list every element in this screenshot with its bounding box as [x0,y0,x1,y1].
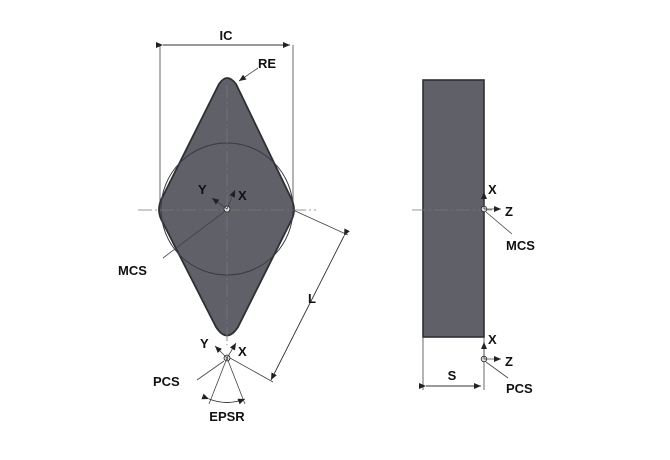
epsr-label: EPSR [209,409,245,424]
ic-label: IC [220,28,234,43]
l-extension-top [292,209,349,236]
l-label: L [308,291,316,306]
mcs-leader [162,211,225,259]
top-y-label: Y [198,182,207,197]
pcs-label: PCS [153,374,180,389]
side-top-z-label: Z [505,204,513,219]
front-view: IC RE Y X MCS L Y X PCS [118,28,350,424]
l-extension-bottom [229,357,274,383]
side-top-x-label: X [488,182,497,197]
top-x-label: X [238,188,247,203]
side-bottom-x-label: X [488,332,497,347]
side-pcs-label: PCS [506,381,533,396]
side-view: X Z MCS X Z PCS S [412,79,535,396]
bottom-x-label: X [238,344,247,359]
side-mcs-leader [485,211,513,235]
insert-side-body [422,79,485,338]
epsr-arc [201,393,246,405]
s-label: S [448,368,457,383]
pcs-y-axis-arrow [214,345,228,359]
pcs-x-axis-arrow [226,342,237,359]
side-bottom-z-label: Z [505,354,513,369]
mcs-label: MCS [118,263,147,278]
mcs-x-axis-arrow [226,189,236,210]
l-dimension-line [270,228,350,381]
side-pcs-leader [485,361,509,379]
mcs-y-axis-arrow [211,197,228,210]
bottom-y-label: Y [200,336,209,351]
re-leader [238,67,259,82]
pcs-leader [196,360,225,381]
side-mcs-label: MCS [506,238,535,253]
re-label: RE [258,56,276,71]
